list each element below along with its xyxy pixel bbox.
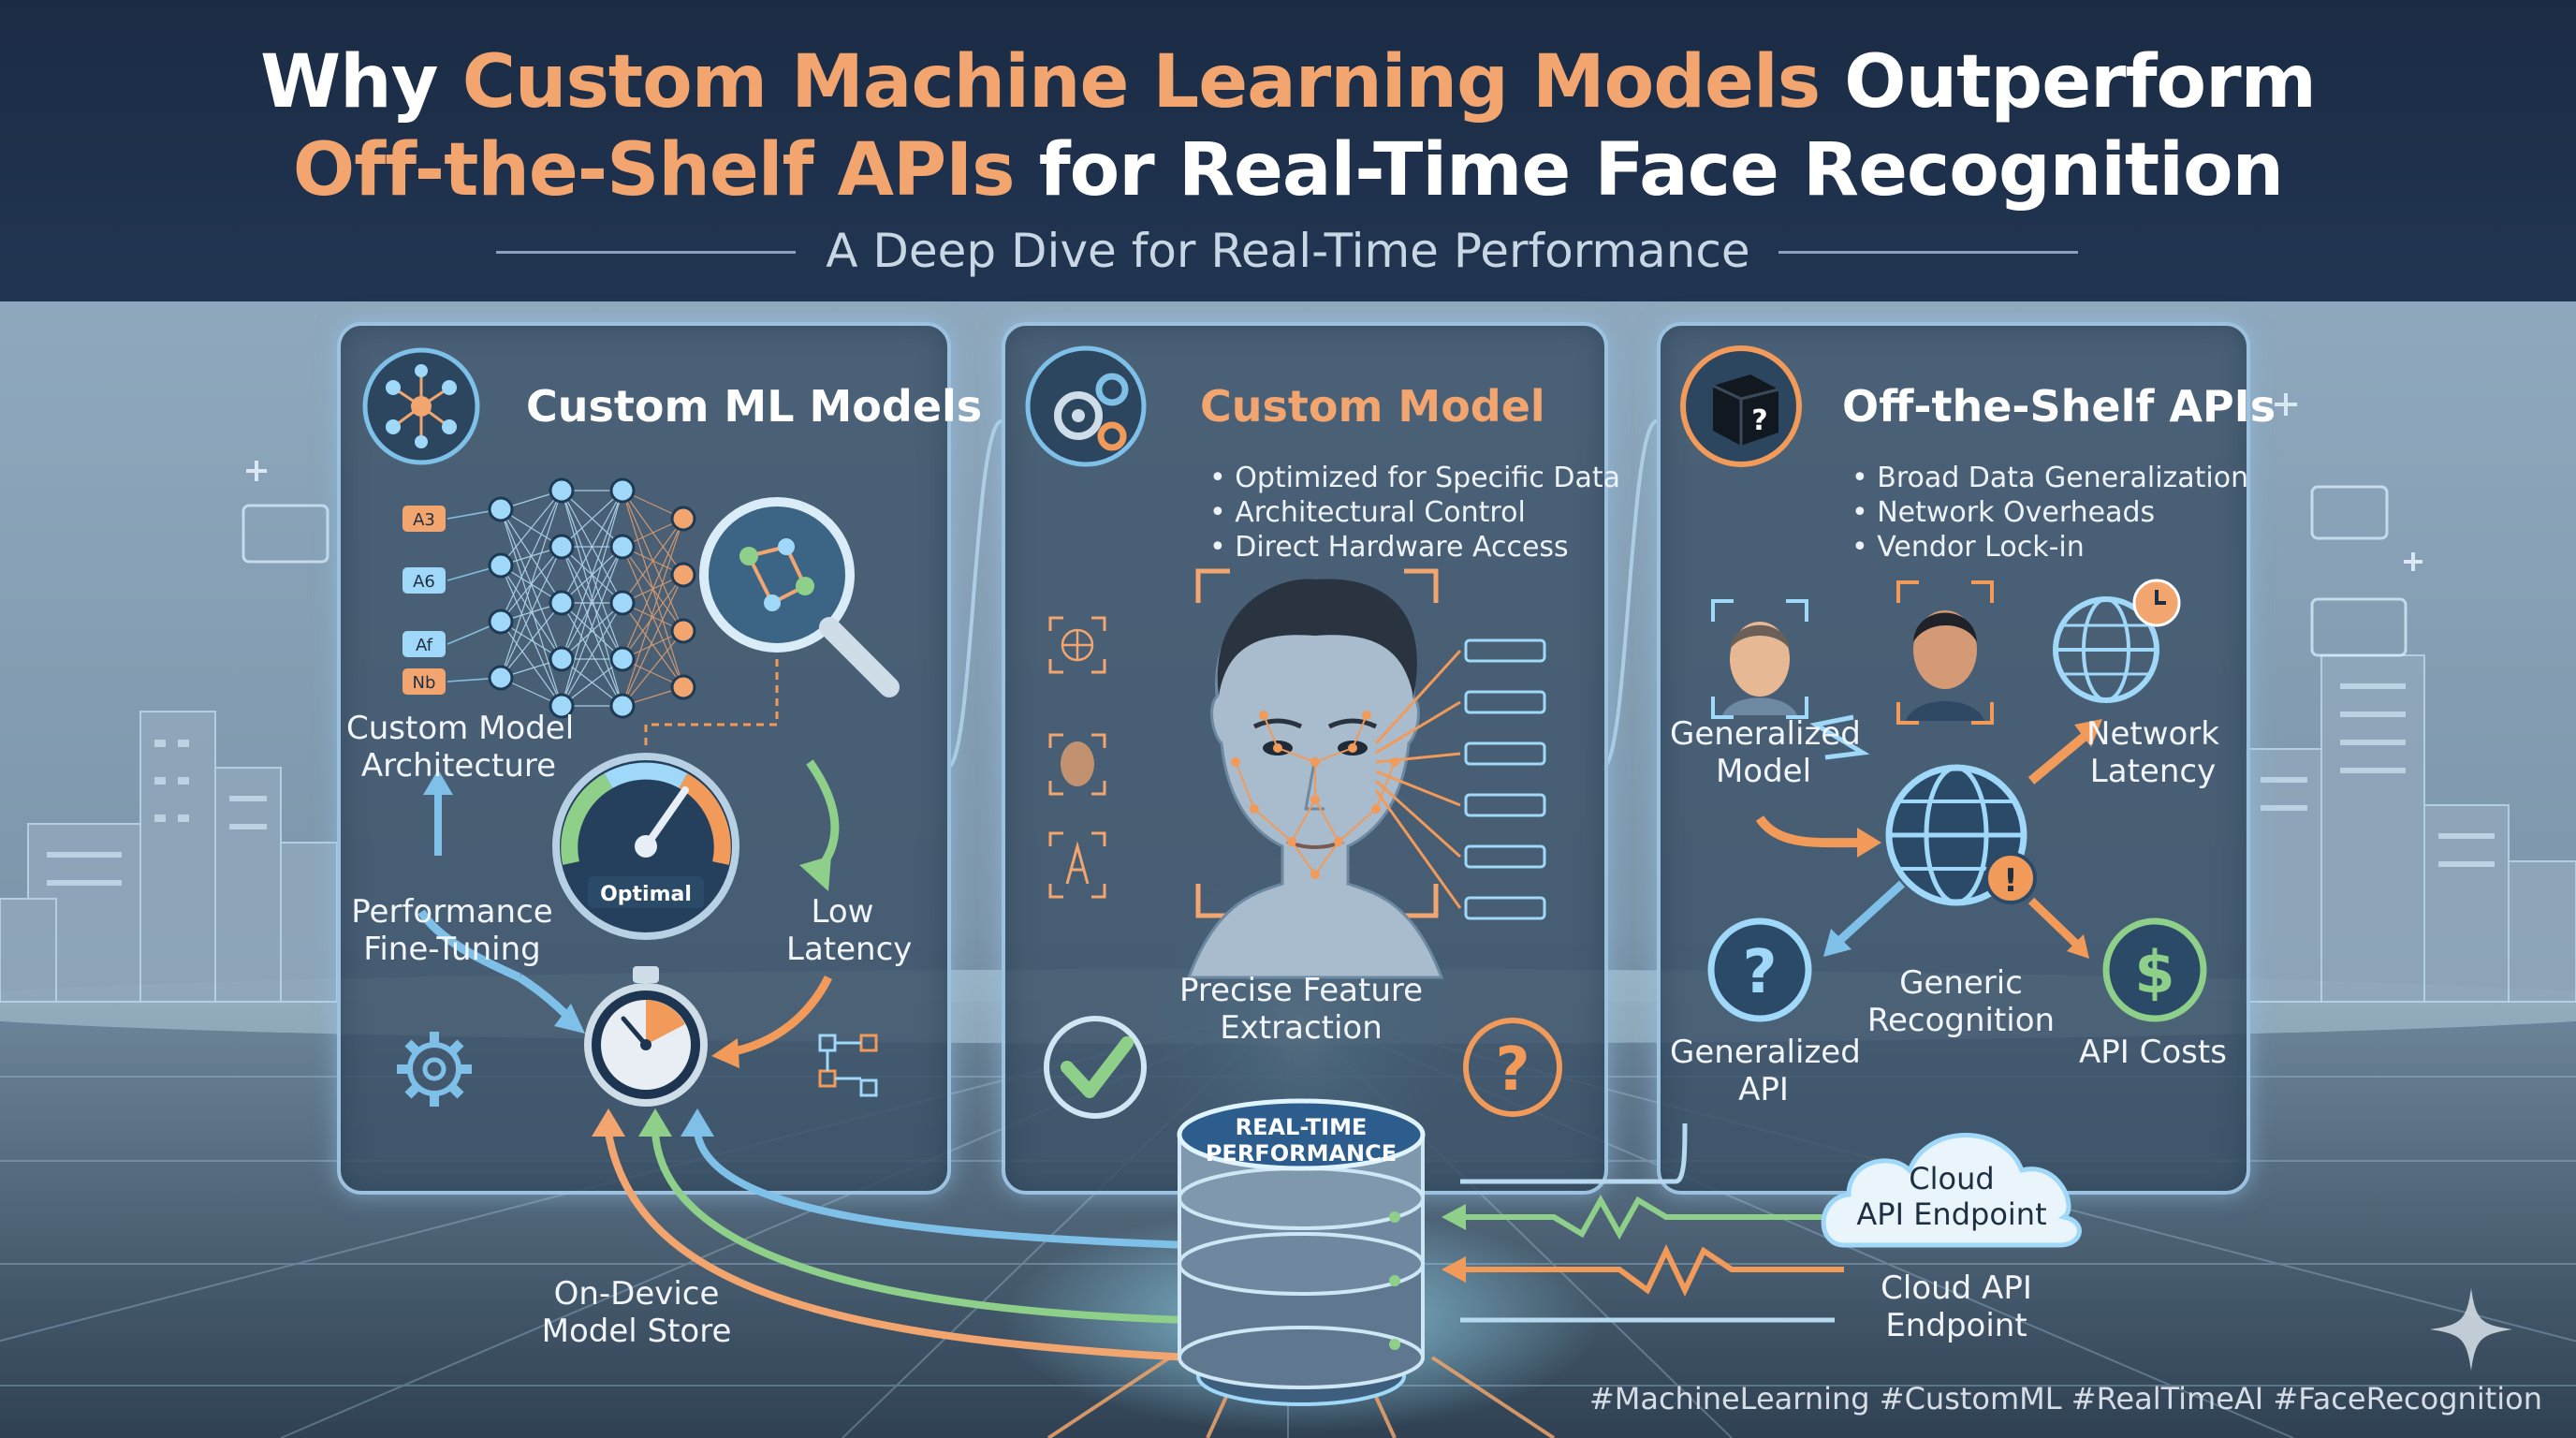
feature-rows	[1464, 638, 1546, 920]
label-generalized-api: Generalized API	[1670, 1034, 1861, 1108]
right-bullet-3: Vendor Lock-in	[1852, 530, 2248, 565]
clock-icon	[2132, 579, 2181, 627]
label-on-device-model-store: On-Device Model Store	[541, 1275, 732, 1350]
face-scan-icon	[1186, 568, 1444, 979]
chip-3: Af	[415, 636, 432, 655]
check-icon	[1044, 1016, 1147, 1119]
generalized-api-icon	[1707, 917, 1812, 1022]
subtitle: A Deep Dive for Real-Time Performance	[826, 224, 1750, 278]
right-bullet-2: Network Overheads	[1852, 495, 2248, 530]
chip-2: A6	[413, 572, 435, 592]
subtitle-rule-left	[496, 251, 796, 254]
gears-icon	[1025, 345, 1147, 467]
corner-brackets-left	[1048, 616, 1106, 899]
left-panel-title: Custom ML Models	[526, 381, 983, 432]
page-title-line2: Off-the-Shelf APIs for Real-Time Face Re…	[292, 128, 2284, 213]
network-graph	[446, 477, 696, 719]
right-panel-title: Off-the-Shelf APIs	[1842, 381, 2276, 432]
database-label: REAL-TIME PERFORMANCE	[1205, 1114, 1398, 1167]
stopwatch-icon	[584, 966, 708, 1107]
magnifier-icon	[699, 497, 900, 697]
chip-1: A3	[413, 510, 435, 530]
label-precise-feature-extraction: Precise Feature Extraction	[1178, 972, 1424, 1047]
cloud-icon	[1821, 1133, 2082, 1248]
left-panel-graphics: Optimal	[362, 347, 900, 1107]
svg-text:!: !	[2003, 862, 2018, 900]
warning-icon	[1984, 852, 2037, 904]
label-generalized-model: Generalized Model	[1670, 715, 1861, 790]
feature-arrows	[1374, 649, 1462, 909]
mini-network-icon	[1061, 628, 1094, 662]
hashtags: #MachineLearning #CustomML #RealTimeAI #…	[1588, 1381, 2542, 1416]
label-cloud-api-endpoint: Cloud API Endpoint	[1881, 1269, 2032, 1344]
generalized-face-2	[1896, 580, 1994, 725]
header-banner	[0, 0, 2576, 301]
label-api-costs: API Costs	[2079, 1034, 2227, 1071]
gauge-icon	[552, 753, 739, 940]
right-bullet-1: Broad Data Generalization	[1852, 461, 2248, 495]
gauge-label: Optimal	[600, 883, 692, 906]
label-low-latency: Low Latency	[786, 893, 913, 968]
center-bullet-2: Architectural Control	[1209, 495, 1620, 530]
question-mark: ?	[1495, 1035, 1530, 1105]
chip-4: Nb	[412, 673, 436, 693]
cube-question-icon	[1680, 345, 1802, 467]
label-performance-fine-tuning: Performance Fine-Tuning	[351, 893, 553, 968]
sparkle-icon	[2430, 1288, 2512, 1371]
label-generic-recognition: Generic Recognition	[1866, 964, 2056, 1039]
neural-network-icon	[362, 347, 480, 465]
svg-text:?: ?	[1742, 938, 1777, 1007]
generalized-face-1	[1711, 599, 1808, 719]
label-custom-model-architecture: Custom Model Architecture	[346, 710, 575, 785]
globe-icon-small	[2053, 596, 2159, 703]
right-panel-graphics: ? ! ?	[1680, 345, 2207, 1022]
mini-face-icon	[1061, 741, 1094, 786]
center-panel-title: Custom Model	[1200, 381, 1545, 432]
center-bullets: Optimized for Specific Data Architectura…	[1209, 461, 1620, 565]
svg-text:?: ?	[1751, 404, 1767, 437]
question-icon	[1463, 1018, 1562, 1117]
cloud-label: Cloud API Endpoint	[1856, 1161, 2047, 1232]
page-title-line1: Why Custom Machine Learning Models Outpe…	[260, 40, 2317, 125]
subtitle-rule-right	[1778, 251, 2078, 254]
mini-landmark-icon	[1065, 841, 1090, 885]
flowchart-icon	[818, 1034, 878, 1097]
label-network-latency: Network Latency	[2086, 715, 2219, 790]
svg-text:$: $	[2134, 938, 2174, 1006]
database-icon	[1177, 1098, 1426, 1406]
gear-icon	[397, 1032, 472, 1107]
dollar-icon	[2102, 917, 2207, 1022]
center-bullet-3: Direct Hardware Access	[1209, 530, 1620, 565]
center-bullet-1: Optimized for Specific Data	[1209, 461, 1620, 495]
right-bullets: Broad Data Generalization Network Overhe…	[1852, 461, 2248, 565]
input-chips	[402, 506, 446, 695]
